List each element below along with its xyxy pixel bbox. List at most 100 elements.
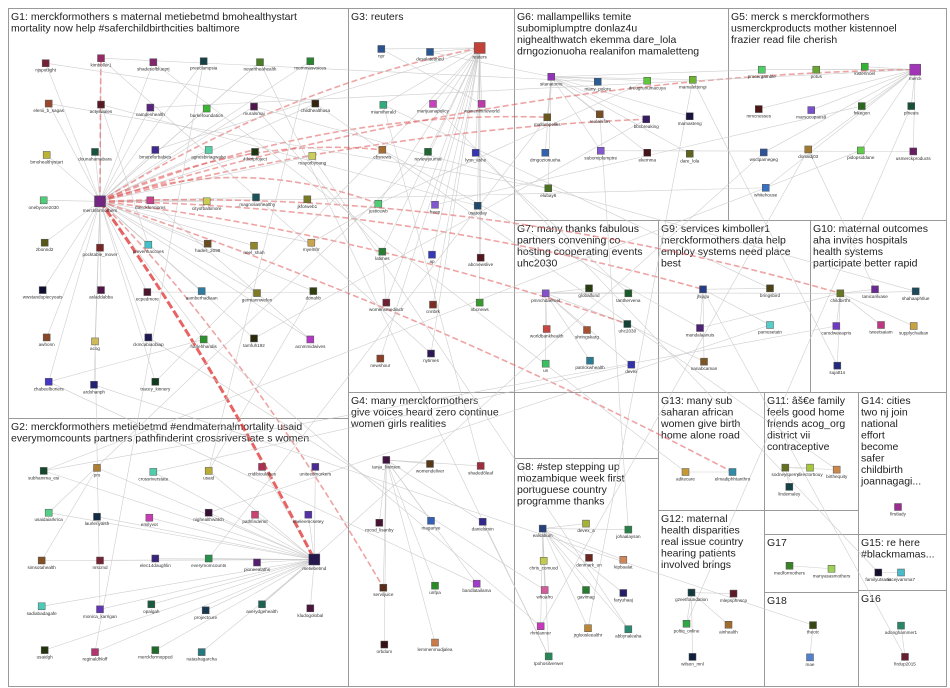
node-shaded8leaf	[476, 462, 485, 470]
node-label: newshour	[370, 363, 390, 368]
edge	[48, 103, 101, 202]
node-label: shadesofblueprj	[137, 67, 169, 72]
node-label: laurlenyaish	[85, 521, 110, 526]
edge	[155, 559, 315, 651]
edge	[378, 80, 648, 205]
node-theotc	[809, 621, 817, 629]
group-box-g18	[764, 592, 859, 687]
node--magnoliashealthy	[252, 193, 260, 202]
node-label: aditecare	[676, 477, 695, 482]
node-wsctpamegeg	[760, 148, 768, 157]
edge	[540, 528, 543, 627]
node-bmohealthystart	[42, 151, 51, 159]
node-subomiplumptre	[597, 147, 605, 155]
node-director5ouy	[806, 463, 814, 472]
node-label: awhonn	[39, 342, 56, 347]
node-label: mommasvoices	[294, 66, 327, 71]
node-label: ckmcabiaobiap	[133, 342, 164, 347]
node-rocod-lisanby	[375, 519, 384, 527]
node-globalfund	[585, 284, 593, 293]
node-label: subhamma_esi	[28, 475, 59, 480]
node-label: actyswales	[90, 109, 113, 114]
node-nrscmd	[96, 556, 104, 565]
edge	[542, 528, 624, 561]
edge	[702, 288, 771, 290]
node-label: ealsabum	[533, 533, 553, 538]
node-label: potus	[811, 74, 823, 79]
edge	[686, 105, 912, 624]
edge	[545, 288, 590, 294]
node-justicewb	[374, 200, 383, 208]
node-label: donahb	[306, 296, 322, 301]
node-label: elmadiphhtanthro	[715, 477, 751, 482]
node-drngozionuoha	[541, 149, 549, 157]
node-jrgloosleealthr	[584, 624, 592, 632]
node-supplychaiban	[909, 322, 918, 330]
edge	[94, 151, 101, 202]
node-danielsmin	[478, 518, 487, 526]
edge	[99, 201, 148, 293]
node-label: nighealthwatch	[193, 517, 224, 522]
edge	[100, 57, 598, 83]
node-label: nanabcaman	[691, 366, 718, 371]
node-reviewjournal	[424, 148, 432, 156]
node-harlehhandis	[199, 335, 208, 344]
node-johaalaysan	[624, 525, 633, 534]
node-mommasvoices	[306, 57, 315, 65]
node-label: realanifon	[590, 119, 611, 124]
node-awhonn	[42, 333, 51, 342]
edge	[315, 103, 837, 470]
node-label: bandlatailama	[462, 588, 491, 593]
node-mmcnesses	[755, 105, 763, 113]
node-worldbankhealth	[542, 325, 551, 333]
node-pamusetatn	[766, 321, 774, 329]
node-label: agnesbinagwaho	[191, 154, 226, 159]
edge	[599, 114, 629, 530]
edge	[386, 459, 436, 643]
node-elec14daughlin	[151, 554, 160, 563]
node-label: unfpa	[429, 590, 441, 595]
node-label: kistennoel	[854, 71, 875, 76]
node-label: onebyone2030	[28, 205, 59, 210]
node-ainhealth	[724, 621, 733, 629]
node-label: cbsnews	[373, 154, 392, 159]
node-nighealthwatch	[204, 508, 213, 517]
node-cridibioulabes	[258, 463, 266, 471]
edge	[99, 201, 156, 382]
edge	[155, 149, 383, 383]
node-label: zbonnd2	[36, 247, 54, 252]
edge	[44, 201, 101, 243]
highlight-edge	[98, 200, 316, 561]
node-marijuanapolicy	[429, 100, 437, 108]
node-label: sitanatomo	[540, 81, 563, 86]
node-label: tamfuh192	[243, 343, 265, 348]
node-ckmcabiaobiap	[144, 333, 153, 342]
edge	[259, 62, 549, 657]
node-cnnbrk	[429, 300, 437, 309]
node-many-polore	[594, 78, 602, 86]
edge	[691, 592, 693, 657]
node-chris-comuod	[539, 557, 548, 565]
edge	[45, 63, 101, 202]
node-label: asladdabba	[89, 295, 113, 300]
node-label: kipbaalat	[614, 564, 633, 569]
edge	[310, 559, 315, 609]
node-elmadiphhtanthro	[728, 468, 737, 476]
node-gzeetfoundation	[687, 588, 696, 597]
node-dreugrunumacuya	[643, 77, 651, 85]
node-latimes	[378, 247, 387, 256]
node-label: emilyvot	[141, 522, 159, 527]
node-zbonnd2	[40, 238, 49, 247]
node-merck	[909, 63, 921, 76]
node-label: chris_comuod	[529, 565, 558, 570]
node-dare-lola	[686, 150, 694, 158]
node-merckformoms	[146, 196, 155, 205]
edge	[540, 149, 809, 627]
edge	[261, 152, 764, 605]
node-label: donaldj03	[798, 154, 818, 159]
edge	[475, 47, 480, 153]
node-monica-karrigan	[96, 605, 104, 614]
node-label: crossriverstate	[138, 476, 168, 481]
edge	[46, 201, 101, 338]
